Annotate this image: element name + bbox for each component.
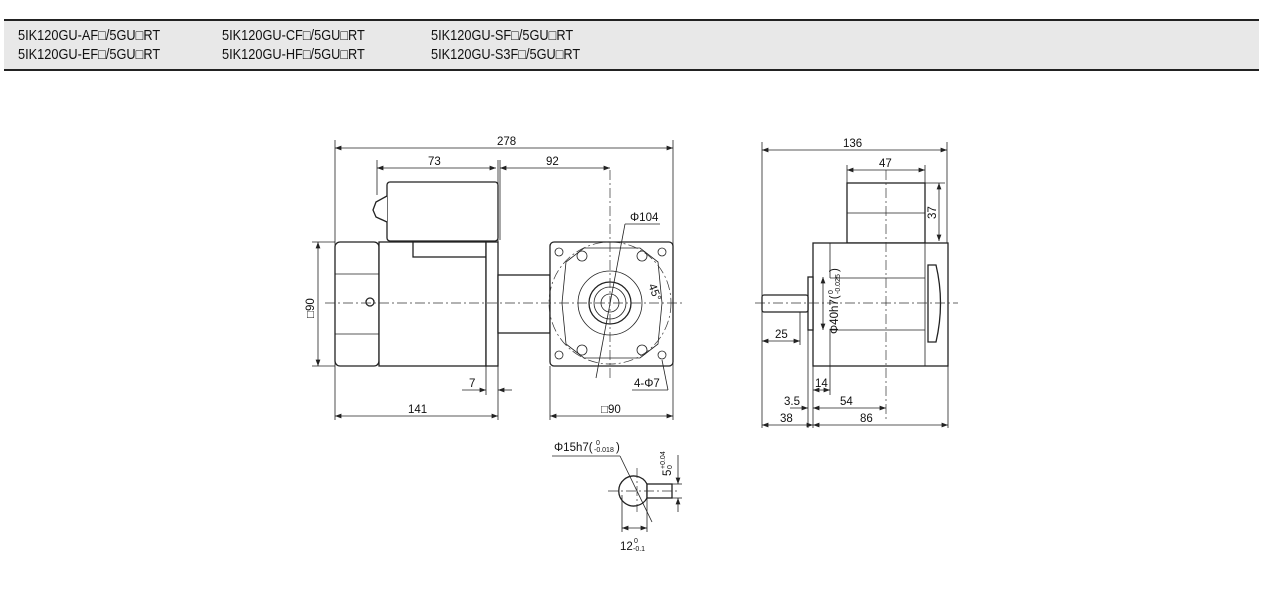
dim-pilot-close: ) [829,268,841,272]
shaft-detail: Φ15h7( 0 -0.018 ) 5 +0.04 0 12 0 -0.1 [552,440,682,553]
side-view: 136 47 37 Φ40h7( 0 -0.025 ) 25 14 3.5 54… [755,138,958,428]
motor-flange [485,241,499,367]
dim-box-width: 47 [879,158,892,170]
dim-shaft-offset: 92 [546,156,559,168]
dim-motor-square: □90 [305,298,317,318]
dim-side-overall: 136 [843,138,862,150]
dim-shaft-total: 38 [780,413,793,425]
end-cap-bulge [927,264,942,343]
dim-shaft-dia: Φ15h7( [554,442,593,454]
dim-pilot-tol-upper: 0 [828,290,835,294]
screw-icon [365,297,375,307]
dim-bolt-angle: 45° [645,282,662,302]
dim-shaft-tol-upper: 0 [596,440,600,447]
model-label: 5IK120GU-SF□/5GU□RT [431,28,574,44]
dim-overall-length: 278 [497,136,516,148]
dim-pilot-dia: Φ40h7( [829,295,841,334]
dim-pcd: Φ104 [630,212,659,224]
dim-pilot-height: 3.5 [784,396,800,408]
cable-gland [372,195,388,223]
dim-key-tol-lower: 0 [667,465,674,469]
dim-shaft-tol-lower: -0.018 [594,447,614,454]
dim-key-tol-upper: +0.04 [660,451,667,469]
model-label: 5IK120GU-HF□/5GU□RT [222,47,365,63]
dim-pilot-depth: 14 [815,378,828,390]
dim-shaft-close: ) [616,442,620,454]
dim-body-depth: 86 [860,413,873,425]
dim-center-offset: 54 [840,396,853,408]
dim-box-height: 37 [927,206,939,219]
model-label: 5IK120GU-EF□/5GU□RT [18,47,161,63]
output-shaft [761,294,809,313]
terminal-box [386,181,499,242]
dim-flat-tol-lower: -0.1 [633,546,645,553]
model-label: 5IK120GU-S3F□/5GU□RT [431,47,581,63]
dim-shaft-length: 25 [775,329,788,341]
gearhead-side [812,242,949,367]
front-view: 278 73 92 Φ104 45° 4-Φ7 □90 7 141 □90 [305,136,682,420]
dim-flange-thickness: 7 [469,378,475,390]
dim-flat-tol-upper: 0 [634,538,638,545]
model-label: 5IK120GU-AF□/5GU□RT [18,28,161,44]
model-header-bar: 5IK120GU-AF□/5GU□RT 5IK120GU-EF□/5GU□RT … [4,19,1259,71]
pilot [807,276,814,331]
gear-neck [497,274,551,334]
dim-motor-length: 141 [408,404,427,416]
dim-terminal-box: 73 [428,156,441,168]
dim-mount-holes: 4-Φ7 [634,378,660,390]
model-label: 5IK120GU-CF□/5GU□RT [222,28,365,44]
dim-pilot-tol-lower: -0.025 [835,274,842,294]
dim-flat: 12 [620,541,633,553]
dim-key-width: 5 [662,470,674,476]
motor-body [378,241,487,367]
dim-gear-square: □90 [601,404,621,416]
